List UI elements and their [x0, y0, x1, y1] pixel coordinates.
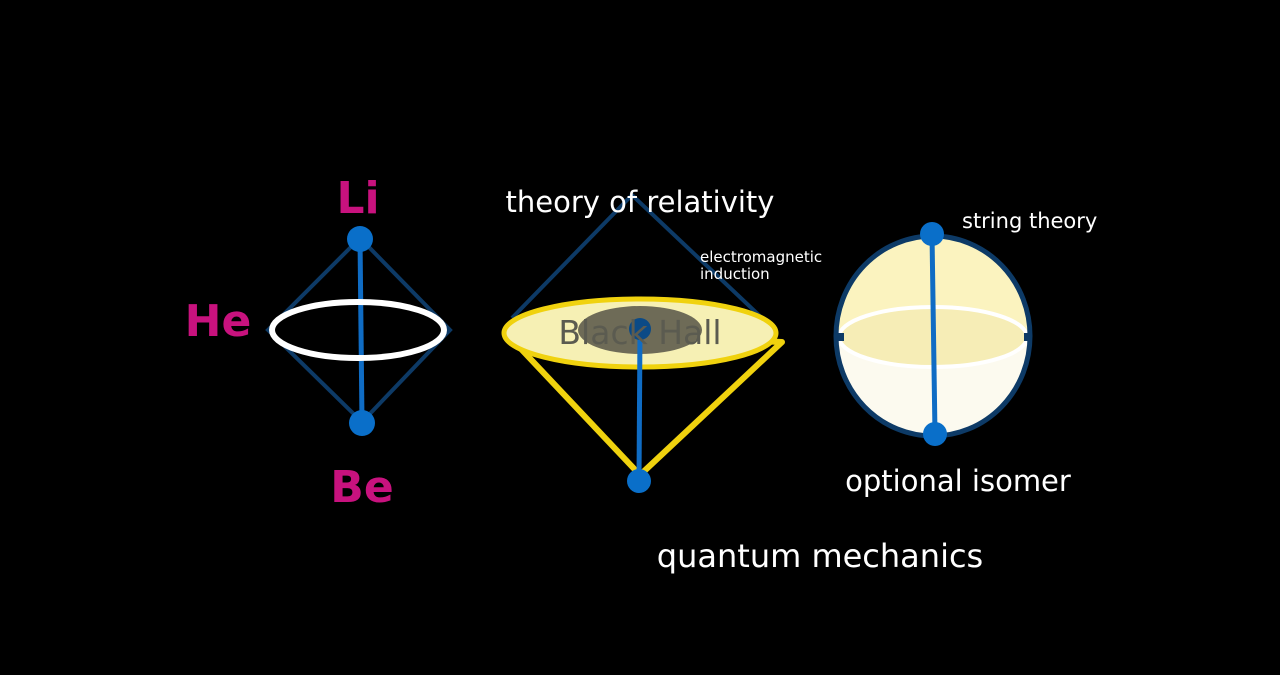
- sphere-bottom-label: optional isomer: [845, 464, 1071, 498]
- cone-side-label-line1: electromagnetic: [700, 248, 822, 266]
- sphere-right-tick: [1024, 333, 1030, 341]
- cone-side-label-line2: induction: [700, 265, 770, 283]
- sphere-axis: [929, 233, 938, 435]
- cone-bottom-label: quantum mechanics: [657, 537, 983, 575]
- atom-diagram: Li He Be: [185, 173, 453, 513]
- cone-bottom-node: [627, 469, 651, 493]
- atom-bottom-node: [349, 410, 375, 436]
- cone-upper-outline: [510, 192, 764, 320]
- cone-diagram: Black Hall theory of relativity electrom…: [501, 185, 983, 575]
- cone-top-label: theory of relativity: [506, 185, 775, 219]
- atom-top-label: Li: [336, 173, 379, 224]
- sphere-bottom-node: [923, 422, 947, 446]
- atom-left-label: He: [185, 296, 252, 347]
- black-hall-label: Black Hall: [558, 313, 721, 352]
- cone-axis: [636, 329, 643, 481]
- sphere-diagram: string theory optional isomer: [833, 209, 1097, 498]
- atom-top-node: [347, 226, 373, 252]
- atom-axis: [357, 237, 365, 423]
- sphere-top-node: [920, 222, 944, 246]
- atom-bottom-label: Be: [330, 462, 393, 513]
- sphere-left-tick: [838, 333, 844, 341]
- sphere-top-label: string theory: [962, 209, 1097, 233]
- cone-center-node: [629, 318, 651, 340]
- atom-equator-ring: [269, 299, 447, 361]
